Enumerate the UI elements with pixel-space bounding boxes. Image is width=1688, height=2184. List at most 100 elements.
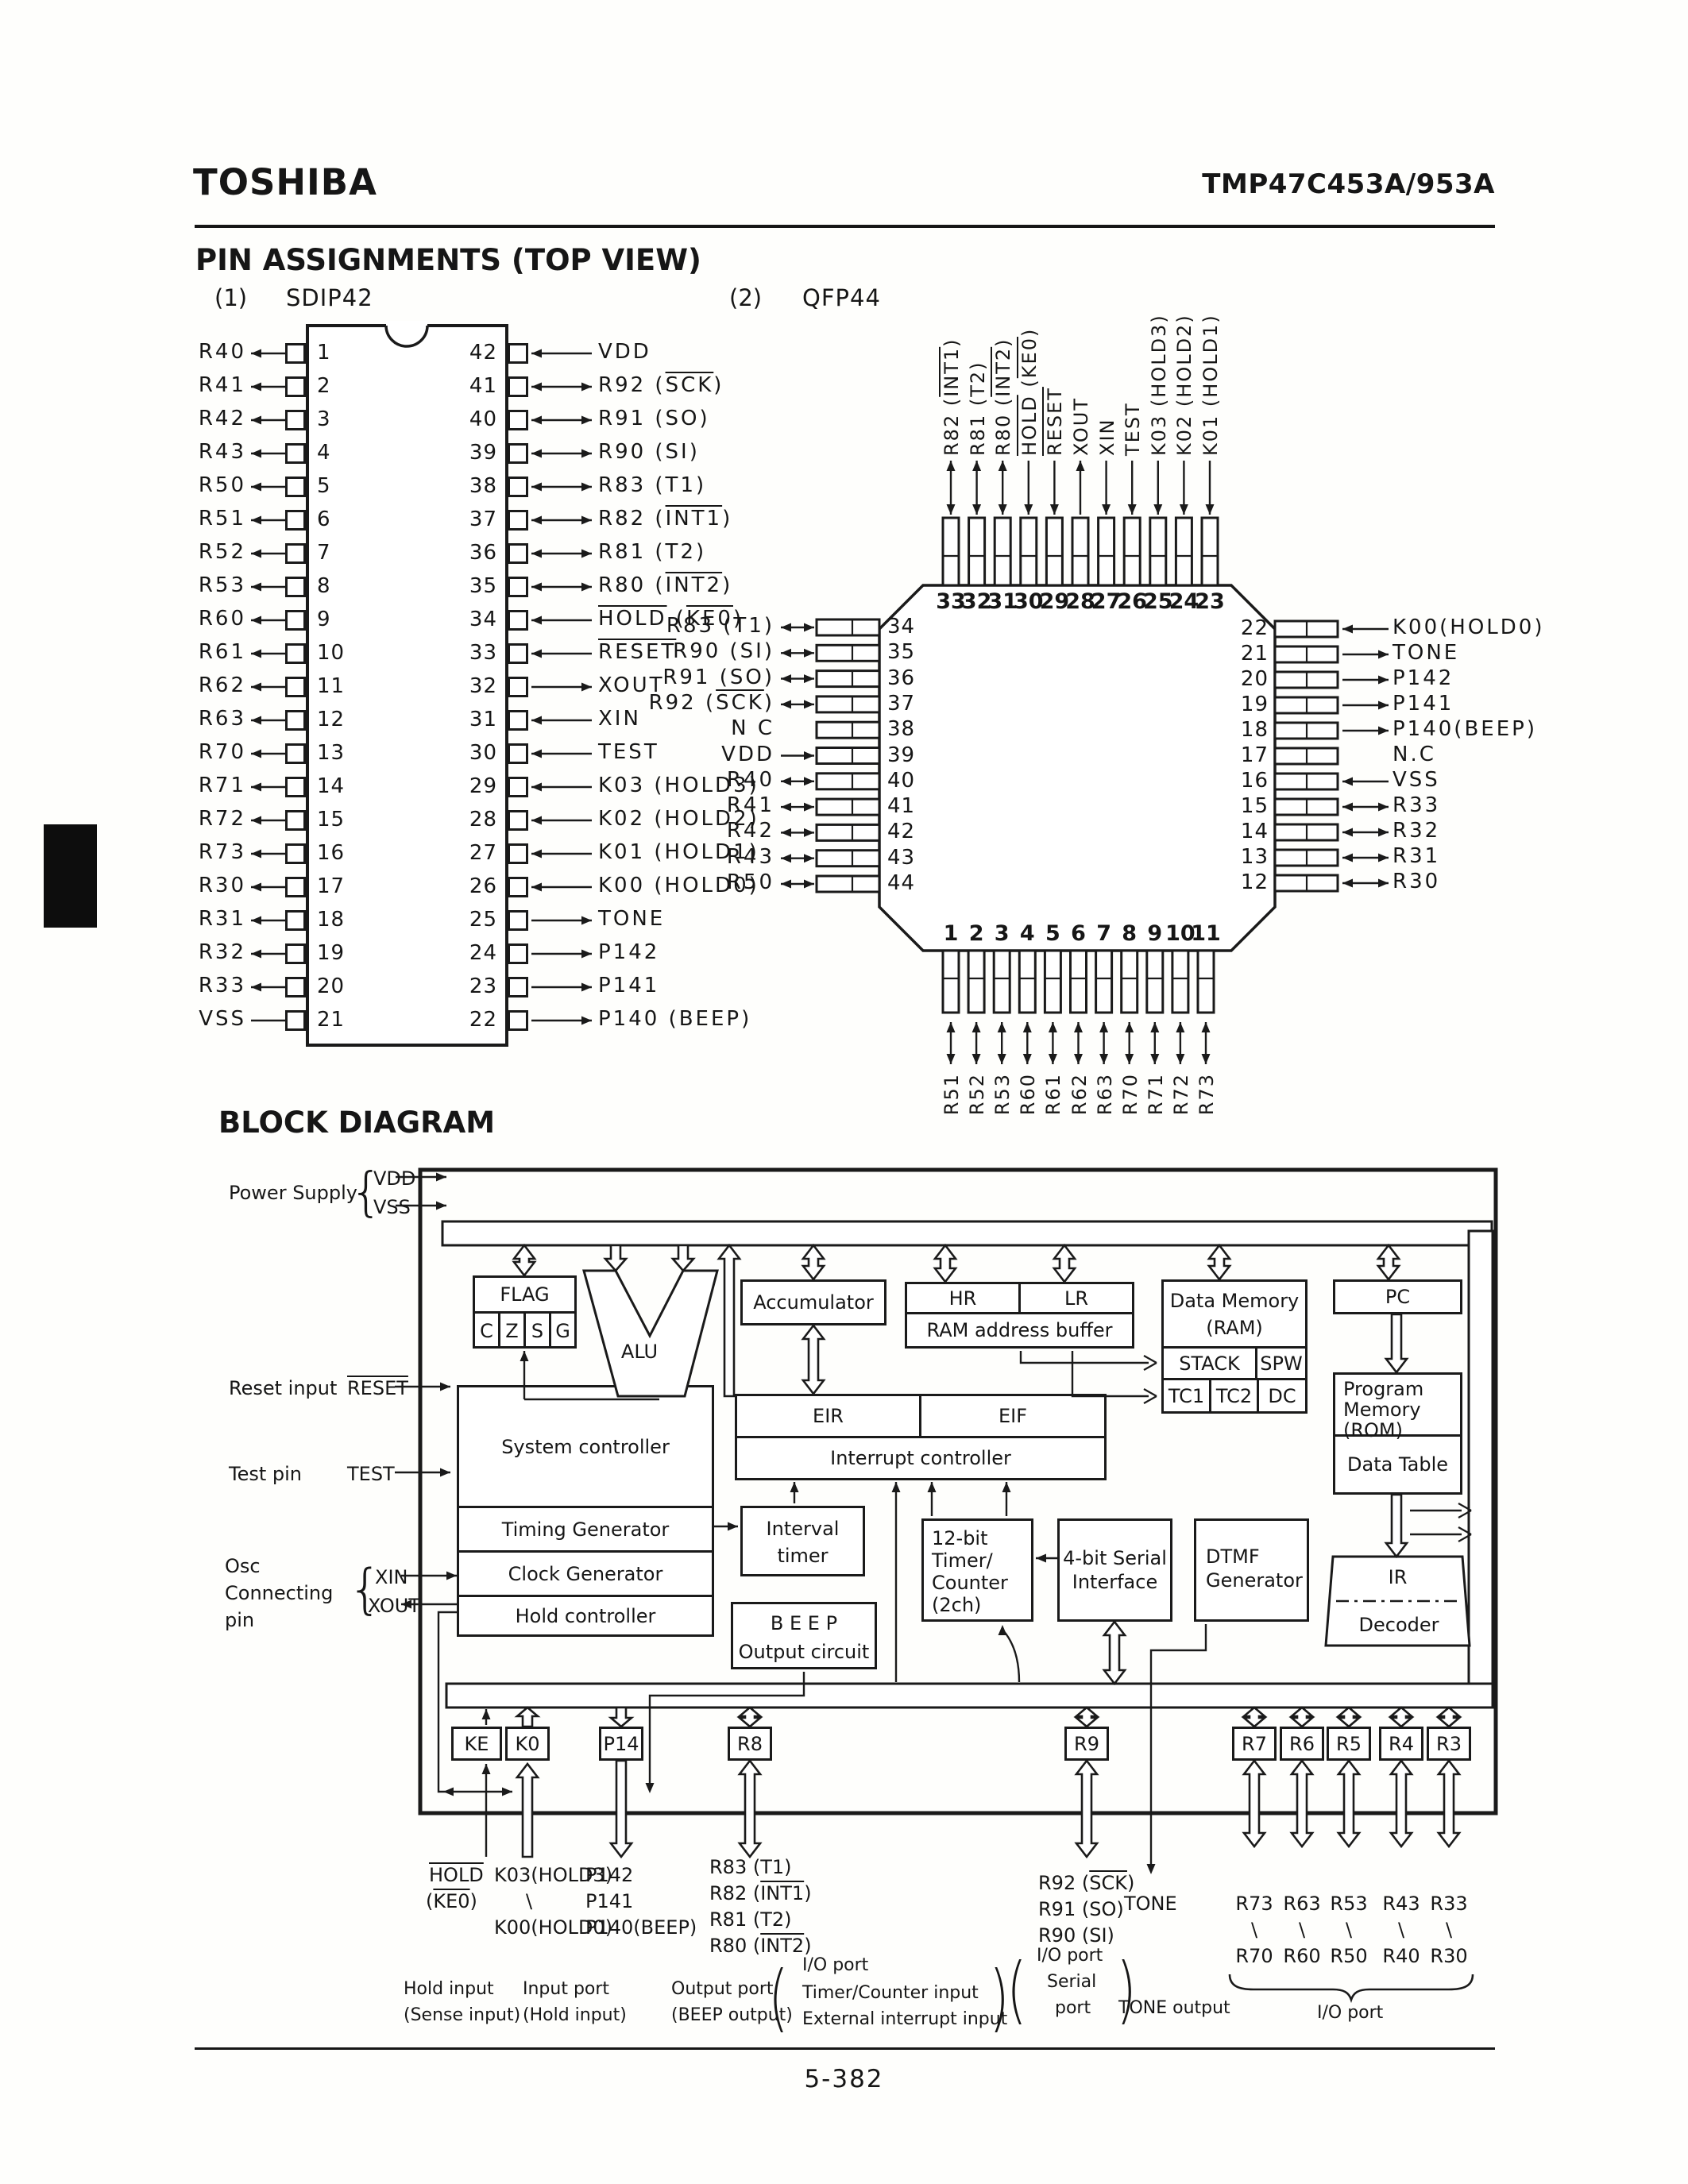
- qfp-pin-lead: [1273, 747, 1339, 766]
- qfp-pin-arrow: [1378, 802, 1389, 812]
- brand-logo: TOSHIBA: [193, 161, 377, 203]
- qfp-pin-arrow: [1024, 504, 1033, 515]
- qfp-pin-number: 44: [887, 871, 916, 895]
- sdip-pin-label: R62: [198, 673, 246, 697]
- sdip-pin-label: R72: [198, 807, 246, 831]
- sdip-pin-arrow: [251, 782, 261, 792]
- dtmf-line2: Generator: [1206, 1569, 1303, 1592]
- qfp-pin-label: K02 (HOLD2): [1173, 314, 1196, 456]
- sdip-pin-arrow: [251, 716, 261, 725]
- bus-arrow: [1288, 1706, 1315, 1728]
- qfp-pin-lead: [1273, 696, 1339, 715]
- qfp-pin-lead: [992, 949, 1011, 1014]
- sdip-pin-label: XOUT: [598, 673, 665, 697]
- sdip-pin-pad: [508, 443, 528, 464]
- sdip-pin-arrow: [531, 849, 542, 859]
- serial-timer-arrow: [1036, 1553, 1046, 1563]
- port-r9-box: R9: [1064, 1727, 1109, 1761]
- sdip-pin-number: 15: [317, 808, 346, 832]
- bus-arrow: [670, 1244, 696, 1272]
- sdip-pin-pad: [508, 743, 528, 764]
- sdip-pin-pad: [285, 443, 306, 464]
- qfp-pin-arrow: [1342, 777, 1353, 786]
- osc-brace: {: [348, 1558, 383, 1621]
- qfp-pin-arrow: [1378, 726, 1389, 735]
- sdip-pin-pad: [508, 543, 528, 564]
- qfp-pin-label: XIN: [1095, 418, 1118, 456]
- flag-bit-z: Z: [500, 1314, 526, 1349]
- sdip-pin-arrow: [531, 582, 542, 592]
- qfp-pin-lead: [967, 949, 986, 1014]
- open-arrow-head: [1458, 1510, 1472, 1518]
- package1-index: (1): [214, 284, 248, 311]
- qfp-pin-number: 11: [1191, 921, 1221, 946]
- qfp-pin-label: R40: [726, 767, 774, 792]
- ram-stack-wire: [1019, 1351, 1149, 1364]
- qfp-pin-label: P141: [1393, 692, 1454, 716]
- sdip-pin-arrow: [531, 515, 542, 525]
- sdip-pin-pad: [508, 643, 528, 664]
- bus-arrow: [514, 1706, 541, 1728]
- io-pair-sep: \: [1298, 1919, 1306, 1941]
- qfp-pin-arrow: [804, 879, 814, 889]
- qfp-pin-number: 18: [1240, 718, 1269, 742]
- sdip-pin-number: 17: [317, 874, 346, 898]
- bus-arrow: [801, 1323, 826, 1396]
- bus-arrow: [1384, 1313, 1409, 1375]
- sdip-pin-number: 38: [469, 474, 497, 498]
- sdip-pin-label: RESET: [598, 640, 677, 664]
- reset-input-label: Reset input: [229, 1377, 338, 1399]
- xout-label: XOUT: [368, 1595, 421, 1617]
- sdip-pin-pad: [285, 510, 306, 531]
- qfp-pin-arrow: [1378, 853, 1389, 862]
- sdip-pin-pad: [285, 977, 306, 997]
- sdip-pin-number: 36: [469, 541, 497, 565]
- qfp-pin-arrow: [781, 623, 791, 632]
- qfp-pin-lead: [1097, 516, 1116, 587]
- io-port-brace: [1228, 1974, 1474, 2004]
- sdip-pin-number: 42: [469, 341, 497, 365]
- tc12-line3: Counter: [932, 1572, 1008, 1594]
- qfp-pin-label: R50: [726, 870, 774, 894]
- open-arrow-head: [1458, 1526, 1472, 1535]
- sdip-pin-pad: [508, 376, 528, 397]
- qfp-pin-label: R30: [1393, 870, 1441, 893]
- caption-io-serial-3: port: [1055, 1998, 1091, 2018]
- qfp-pin-lead: [815, 797, 881, 816]
- sdip-pin-number: 1: [317, 341, 331, 365]
- qfp-pin-lead: [1273, 823, 1339, 842]
- qfp-pin-arrow: [1201, 1054, 1211, 1064]
- sdip-pin-arrow: [531, 549, 542, 558]
- qfp-pin-lead: [1273, 670, 1339, 689]
- sdip-pin-label: R52: [198, 540, 246, 564]
- rom-line1: Program: [1343, 1378, 1424, 1400]
- sdip-pin-pad: [285, 877, 306, 897]
- sdip-pin-pad: [508, 777, 528, 797]
- qfp-pin-arrow: [1150, 1054, 1160, 1064]
- port-p14-box: P14: [599, 1727, 643, 1761]
- sdip-pin-number: 9: [317, 608, 331, 631]
- sdip-pin-number: 8: [317, 574, 331, 598]
- io-pair-bottom: R60: [1283, 1945, 1321, 1967]
- qfp-pin-label: R32: [1393, 819, 1441, 843]
- beep-line1: B E E P: [770, 1612, 838, 1634]
- sdip-pin-label: R83 (T1): [598, 473, 707, 497]
- qfp-pin-arrow: [946, 461, 956, 471]
- qfp-pin-label: R60: [1017, 1073, 1040, 1116]
- qfp-pin-arrow: [1125, 1022, 1134, 1032]
- flag-bit-s: S: [526, 1314, 551, 1349]
- sdip-pin-label: K02 (HOLD2): [598, 807, 759, 831]
- qfp-pin-lead: [1196, 949, 1215, 1014]
- qfp-pin-arrow: [1099, 1022, 1109, 1032]
- sdip-pin-number: 12: [317, 708, 346, 731]
- page-number: 5-382: [804, 2065, 884, 2093]
- vdd-arrow: [436, 1172, 446, 1182]
- qfp44-package-body: [878, 584, 1277, 952]
- port-r4-box: R4: [1379, 1727, 1423, 1761]
- qfp-pin-label: HOLD (KE0): [1018, 327, 1041, 456]
- bus-arrow: [603, 1244, 628, 1272]
- qfp-pin-arrow: [1179, 504, 1188, 515]
- sdip-pin-pad: [285, 477, 306, 497]
- sdip-pin-pad: [285, 1010, 306, 1031]
